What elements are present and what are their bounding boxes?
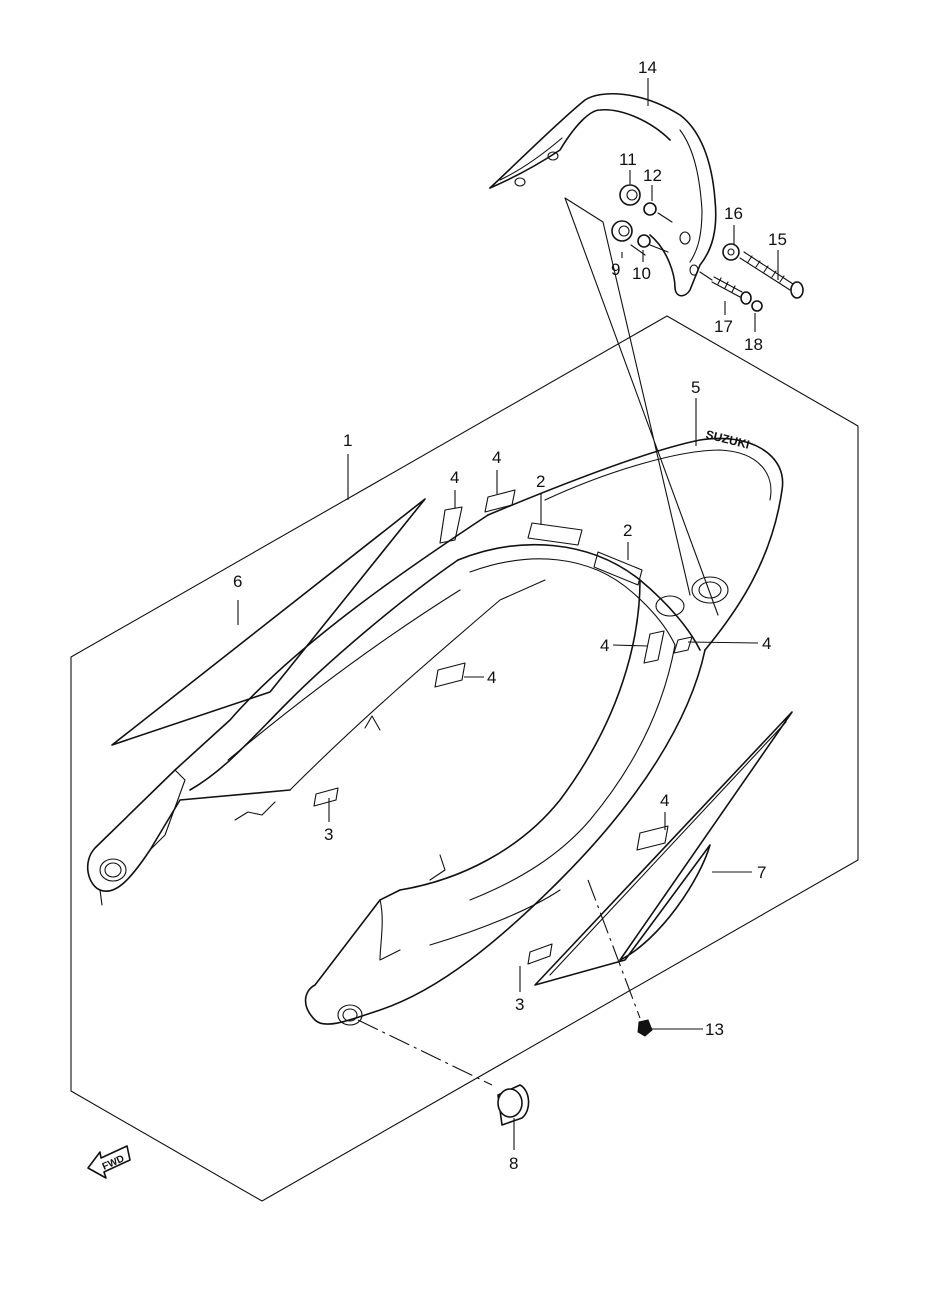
callout-15: 15: [768, 230, 787, 249]
callout-13: 13: [705, 1020, 724, 1039]
side-decal-left: [111, 498, 426, 746]
callout-6: 6: [233, 572, 242, 591]
callout-2a: 2: [536, 472, 545, 491]
grommet-11: [619, 184, 641, 206]
callout-3b: 3: [515, 995, 524, 1014]
callout-7: 7: [757, 863, 766, 882]
brand-lettering: SUZUKI: [704, 427, 751, 451]
callout-9: 9: [611, 260, 620, 279]
fwd-arrow-icon: FWD: [87, 1145, 131, 1179]
callout-3a: 3: [324, 825, 333, 844]
assembly-line-8: [357, 1019, 493, 1086]
callout-14: 14: [638, 58, 657, 77]
callout-2b: 2: [623, 521, 632, 540]
callout-4e: 4: [487, 668, 496, 687]
callout-4d: 4: [762, 634, 771, 653]
callout-12: 12: [643, 166, 662, 185]
callout-17: 17: [714, 317, 733, 336]
callout-4a: 4: [450, 468, 459, 487]
cushion-8: [497, 1084, 530, 1126]
callout-11: 11: [619, 150, 637, 169]
side-decal-right: [534, 711, 793, 986]
grab-rail: [489, 92, 717, 297]
assembly-line-13: [587, 879, 641, 1019]
callout-8: 8: [509, 1154, 518, 1173]
bolt-15: [739, 251, 804, 299]
callout-4b: 4: [492, 448, 501, 467]
callout-18: 18: [744, 335, 763, 354]
collar-12: [643, 202, 657, 216]
leader-lines: [237, 78, 779, 1150]
tail-cowl: [86, 437, 784, 1026]
collar-10: [637, 234, 651, 248]
guide-lines: [564, 197, 719, 616]
callout-4f: 4: [660, 791, 669, 810]
clip-13: [637, 1019, 653, 1037]
callout-16: 16: [724, 204, 743, 223]
bolt-17: [711, 276, 752, 305]
grommet-9: [611, 220, 633, 242]
callout-4c: 4: [600, 636, 609, 655]
washer-18: [751, 300, 763, 312]
assembly-boundary: [70, 315, 859, 1202]
callout-5: 5: [691, 378, 700, 397]
washer-16: [722, 243, 740, 261]
warning-labels: [313, 489, 693, 965]
callout-1: 1: [343, 431, 352, 450]
callout-10: 10: [632, 264, 651, 283]
